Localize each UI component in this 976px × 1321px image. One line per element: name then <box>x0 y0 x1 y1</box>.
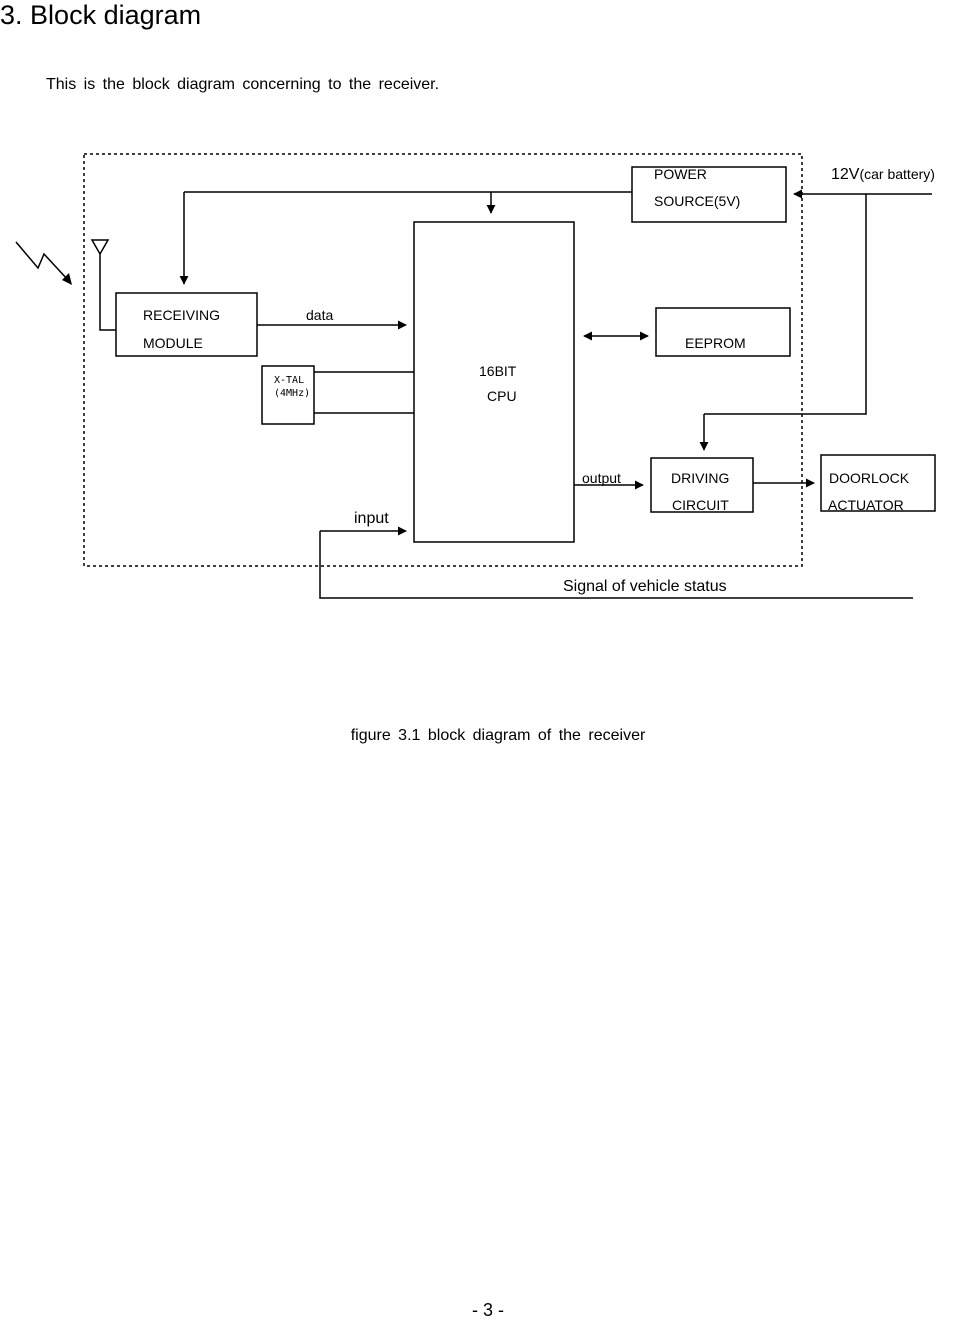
cpu-block <box>414 222 574 542</box>
rf-signal-icon <box>16 242 68 280</box>
battery-to-driver-line <box>704 194 866 414</box>
block-diagram: POWER SOURCE(5V) RECEIVING MODULE X-TAL … <box>0 130 976 610</box>
xtal-label-1: X-TAL <box>274 375 304 386</box>
section-number: 3. <box>0 0 23 30</box>
figure-caption: figure 3.1 block diagram of the receiver <box>0 727 976 745</box>
cpu-label-1: 16BIT <box>479 363 517 379</box>
battery-label: 12V(car battery) <box>831 166 935 183</box>
section-title: Block diagram <box>30 0 201 30</box>
section-heading: 3. Block diagram <box>0 0 201 31</box>
antenna-icon <box>92 240 116 330</box>
power-source-label-2: SOURCE(5V) <box>654 193 740 209</box>
doorlock-actuator-label-1: DOORLOCK <box>829 470 910 486</box>
receiving-module-label-2: MODULE <box>143 335 203 351</box>
input-label: input <box>354 510 389 527</box>
driving-circuit-label-1: DRIVING <box>671 470 729 486</box>
page-number: - 3 - <box>0 1300 976 1321</box>
power-source-label-1: POWER <box>654 166 707 182</box>
doorlock-actuator-label-2: ACTUATOR <box>828 497 904 513</box>
output-label: output <box>582 470 621 486</box>
xtal-label-2: (4MHz) <box>274 388 310 399</box>
cpu-label-2: CPU <box>487 388 517 404</box>
driving-circuit-label-2: CIRCUIT <box>672 497 729 513</box>
receiving-module-label-1: RECEIVING <box>143 307 220 323</box>
eeprom-label: EEPROM <box>685 335 746 351</box>
intro-text: This is the block diagram concerning to … <box>46 76 439 94</box>
data-label: data <box>306 307 333 323</box>
vehicle-status-label: Signal of vehicle status <box>563 578 727 595</box>
